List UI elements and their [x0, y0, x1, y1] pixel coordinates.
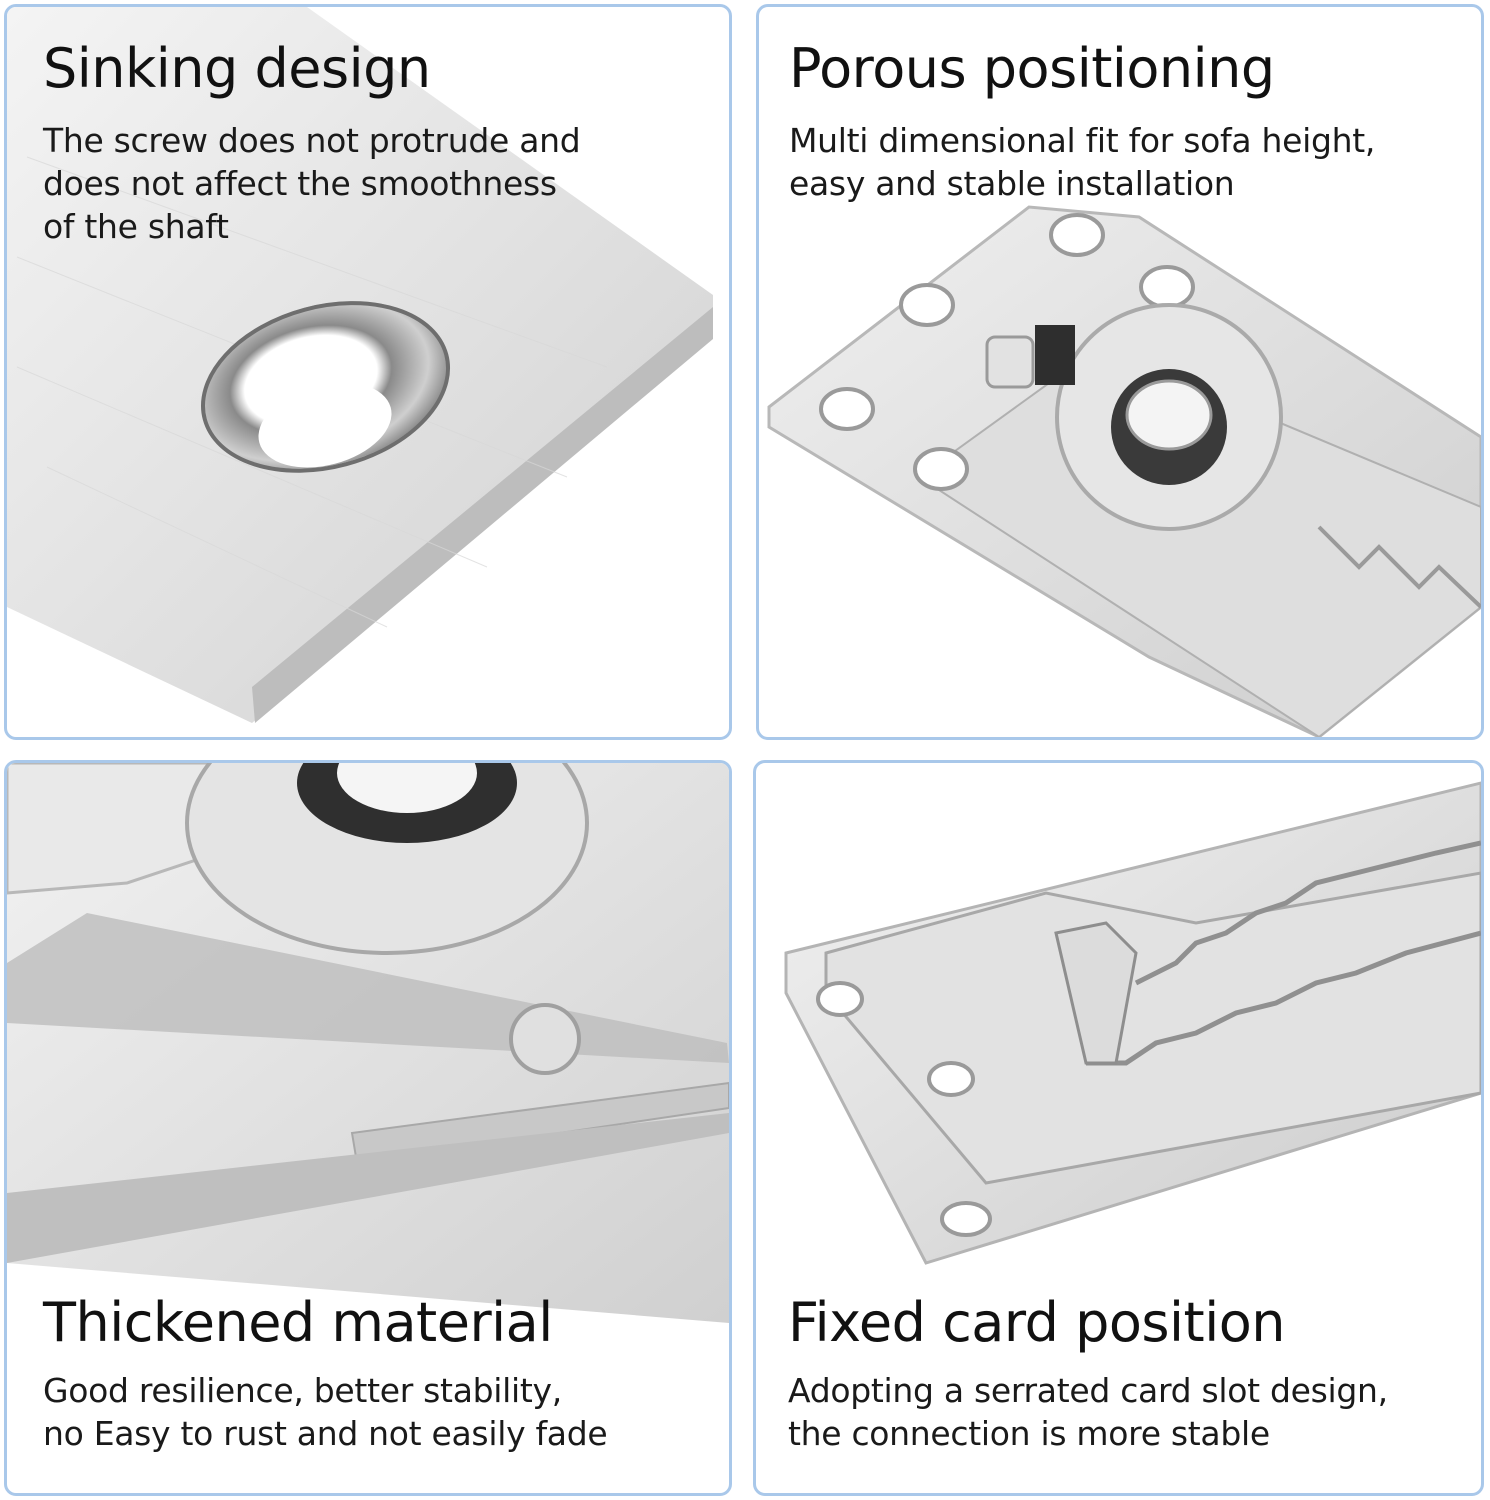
panel-description: Adopting a serrated card slot design, th… — [788, 1371, 1388, 1453]
panel-title: Porous positioning — [789, 37, 1275, 100]
panel-title: Thickened material — [43, 1291, 553, 1354]
feature-panel-sinking-design: Sinking design The screw does not protru… — [4, 4, 732, 740]
feature-panel-fixed-card-position: Fixed card position Adopting a serrated … — [753, 760, 1484, 1496]
panel-description: The screw does not protrude and does not… — [43, 121, 581, 246]
sofa-connector-bracket-image — [767, 205, 1481, 737]
feature-panel-porous-positioning: Porous positioning Multi dimensional fit… — [756, 4, 1484, 740]
serrated-card-slot-image — [784, 781, 1481, 1265]
panel-title: Fixed card position — [788, 1291, 1285, 1354]
feature-panel-thickened-material: Thickened material Good resilience, bett… — [4, 760, 732, 1496]
panel-title: Sinking design — [43, 37, 431, 100]
panel-description: Good resilience, better stability, no Ea… — [43, 1371, 608, 1453]
panel-description: Multi dimensional fit for sofa height, e… — [789, 121, 1376, 203]
thick-metal-plate-image — [7, 763, 729, 1323]
countersunk-screw-hole-image — [7, 7, 713, 723]
